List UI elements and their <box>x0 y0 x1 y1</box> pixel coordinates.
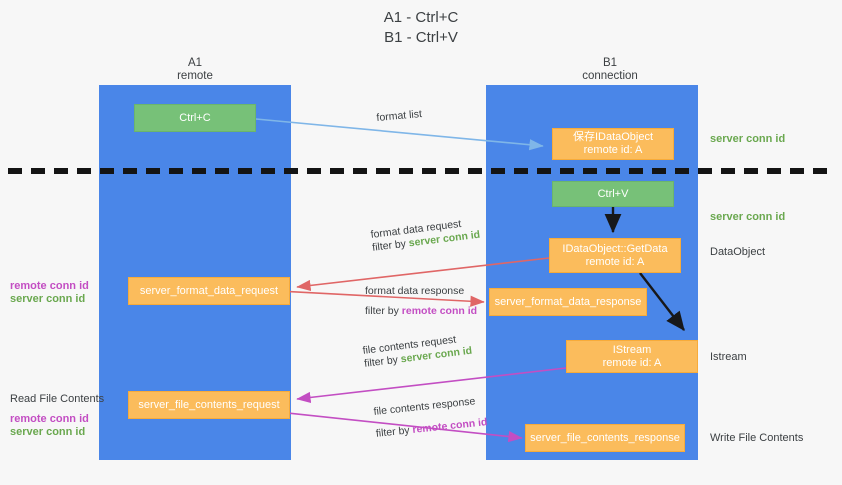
column-header-a1: A1 remote <box>120 57 270 83</box>
annotation-left-server-conn-id-2: server conn id <box>10 426 86 438</box>
column-b1-sub: connection <box>582 70 638 82</box>
title-line-2: B1 - Ctrl+V <box>384 29 458 46</box>
node-save-dataobject-line2: remote id: A <box>583 144 643 156</box>
node-server-format-data-response[interactable]: server_format_data_response <box>489 288 647 316</box>
edge-label-format-data-request: format data request filter by server con… <box>370 216 481 255</box>
node-save-dataobject-line1: 保存IDataObject <box>572 131 654 143</box>
node-getdata[interactable]: IDataObject::GetData remote id: A <box>549 238 681 273</box>
title-line-1: A1 - Ctrl+C <box>383 9 459 26</box>
annotation-right-istream: Istream <box>710 351 747 363</box>
annotation-right-server-conn-id-2: server conn id <box>710 211 786 223</box>
node-getdata-line1: IDataObject::GetData <box>562 242 668 255</box>
column-header-b1: B1 connection <box>535 57 685 83</box>
annotation-right-write-file-contents: Write File Contents <box>710 432 804 444</box>
node-ctrl-c-label: Ctrl+C <box>179 111 211 124</box>
node-ctrl-v[interactable]: Ctrl+V <box>552 181 674 207</box>
node-save-dataobject[interactable]: 保存IDataObject remote id: A <box>552 128 674 160</box>
edge-label-format-data-response-line1: format data response <box>365 285 465 297</box>
column-a1-name: A1 <box>187 57 203 69</box>
annotation-left-remote-conn-id-2: remote conn id <box>10 413 89 425</box>
annotation-left-server-conn-id-1: server conn id <box>10 293 86 305</box>
annotation-right-dataobject: DataObject <box>710 246 766 258</box>
column-a1-sub: remote <box>177 70 213 82</box>
edge-label-format-data-response-key: remote conn id <box>401 305 478 317</box>
node-istream[interactable]: IStream remote id: A <box>566 340 698 373</box>
node-istream-line1: IStream <box>612 343 652 356</box>
node-server-format-data-request-label: server_format_data_request <box>139 284 279 297</box>
edge-label-file-contents-request: file contents request filter by server c… <box>362 332 473 371</box>
edge-label-file-contents-response: file contents response filter by remote … <box>373 394 488 441</box>
edge-label-file-contents-response-line2: filter by remote conn id <box>375 416 488 441</box>
annotation-left-remote-conn-id-1: remote conn id <box>10 280 89 292</box>
edge-label-format-list-text: format list <box>376 108 423 124</box>
node-server-file-contents-request-label: server_file_contents_request <box>138 398 280 411</box>
edge-label-file-contents-response-line1: file contents response <box>373 395 476 418</box>
node-server-format-data-response-label: server_format_data_response <box>494 295 642 308</box>
diagram-title: A1 - Ctrl+C B1 - Ctrl+V <box>0 8 842 48</box>
edge-label-file-contents-response-key: remote conn id <box>411 416 488 436</box>
edge-label-format-list: format list <box>376 108 422 125</box>
annotation-right-server-conn-id-1: server conn id <box>710 133 786 145</box>
node-server-file-contents-request[interactable]: server_file_contents_request <box>128 391 290 419</box>
edge-label-format-data-response-line2: filter by remote conn id <box>365 305 477 318</box>
edge-label-file-contents-response-prefix: filter by <box>375 424 414 440</box>
node-server-file-contents-response-label: server_file_contents_response <box>530 431 680 444</box>
column-b1-name: B1 <box>602 57 618 69</box>
node-getdata-line2: remote id: A <box>585 255 645 268</box>
node-server-format-data-request[interactable]: server_format_data_request <box>128 277 290 305</box>
node-ctrl-c[interactable]: Ctrl+C <box>134 104 256 132</box>
edge-label-format-data-response-prefix: filter by <box>365 305 402 317</box>
node-istream-line2: remote id: A <box>602 356 662 369</box>
node-server-file-contents-response[interactable]: server_file_contents_response <box>525 424 685 452</box>
node-ctrl-v-label: Ctrl+V <box>597 187 629 200</box>
annotation-left-read-file-contents: Read File Contents <box>10 393 105 405</box>
edge-label-format-data-response: format data response filter by remote co… <box>365 285 477 318</box>
